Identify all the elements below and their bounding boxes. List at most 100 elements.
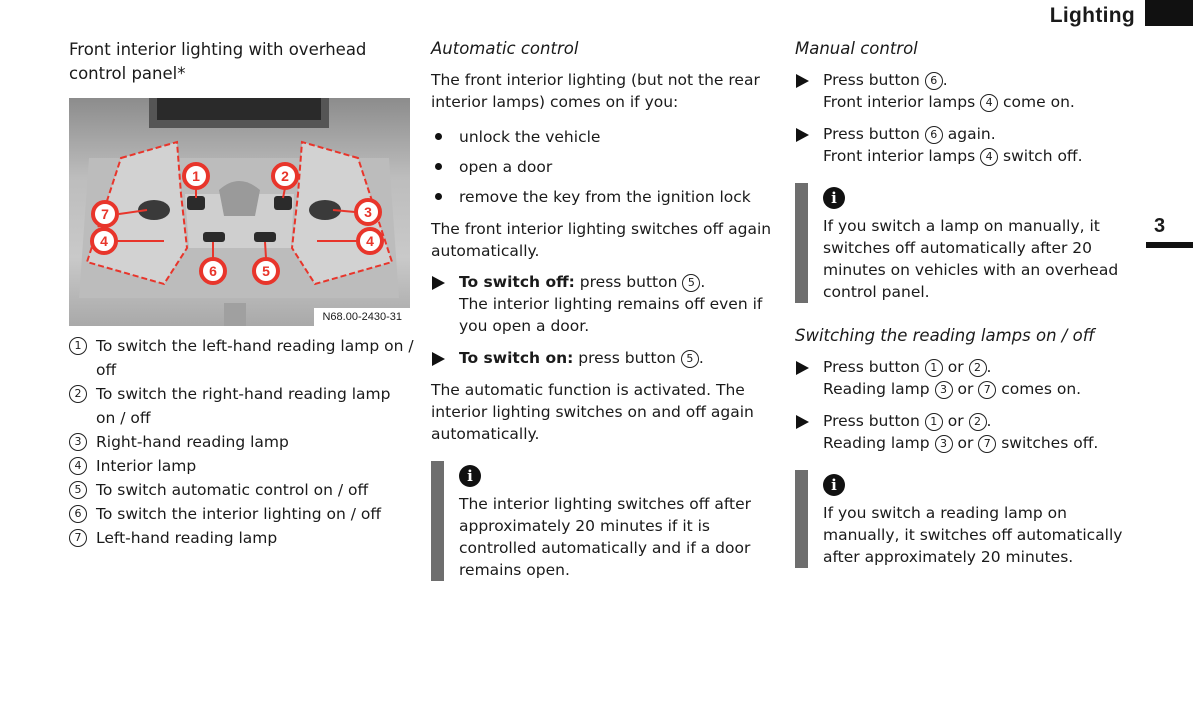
step-result: or: [957, 434, 974, 452]
lamp-number: 7: [978, 435, 997, 453]
step-switch-on: To switch on: press button 5.: [431, 347, 776, 369]
step-manual-on: Press button 6. Front interior lamps 4 c…: [795, 69, 1140, 113]
step-punct: .: [698, 349, 704, 367]
callout-4-left: 4: [100, 233, 108, 249]
step-detail: The interior lighting remains off even i…: [459, 295, 763, 335]
legend-item: 1 To switch the left-hand reading lamp on…: [69, 334, 414, 382]
callout-5: 5: [262, 263, 270, 279]
step-arrow-icon: [796, 74, 809, 88]
list-item: unlock the vehicle: [431, 122, 776, 152]
button-number: 5: [680, 350, 699, 368]
step-text: Press button: [823, 125, 920, 143]
legend-item: 4 Interior lamp: [69, 454, 414, 478]
step-result: Reading lamp: [823, 434, 930, 452]
step-text: or: [947, 358, 964, 376]
step-text: press button: [579, 273, 678, 291]
header-black-block: [1145, 0, 1193, 26]
legend-number: 7: [69, 529, 87, 547]
note-bar: [431, 461, 444, 581]
callout-7: 7: [101, 206, 109, 222]
button-number: 6: [924, 72, 943, 90]
info-note: i If you switch a reading lamp on manual…: [795, 470, 1140, 568]
step-result: comes on.: [1001, 380, 1082, 398]
step-arrow-icon: [432, 276, 445, 290]
lamp-number: 4: [980, 148, 999, 166]
step-text: Press button: [823, 412, 920, 430]
step-arrow-icon: [796, 361, 809, 375]
automatic-intro: The front interior lighting (but not the…: [431, 71, 760, 111]
column-middle: Automatic control The front interior lig…: [431, 38, 776, 603]
step-arrow-icon: [796, 128, 809, 142]
button-number: 2: [968, 359, 987, 377]
legend-text: Right-hand reading lamp: [96, 433, 289, 451]
step-arrow-icon: [796, 415, 809, 429]
lamp-number: 3: [934, 381, 953, 399]
step-result: switches off.: [1001, 434, 1099, 452]
info-icon: i: [459, 465, 481, 487]
callout-3: 3: [364, 204, 372, 220]
legend-number: 2: [69, 385, 87, 403]
info-icon: i: [823, 474, 845, 496]
legend-number: 4: [69, 457, 87, 475]
step-result: Reading lamp: [823, 380, 930, 398]
section-title-front-interior-lighting: Front interior lighting with overhead co…: [69, 40, 367, 83]
automatic-activated-text: The automatic function is activated. The…: [431, 381, 754, 443]
callout-2: 2: [281, 168, 289, 184]
step-reading-off: Press button 1 or 2. Reading lamp 3 or 7…: [795, 410, 1140, 454]
chapter-tab: 3: [1146, 213, 1193, 248]
figure-legend: 1 To switch the left-hand reading lamp on…: [69, 334, 414, 550]
legend-text: Left-hand reading lamp: [96, 529, 278, 547]
button-number: 5: [682, 274, 701, 292]
step-label: To switch off:: [459, 273, 575, 291]
column-left: Front interior lighting with overhead co…: [69, 38, 414, 550]
legend-text: To switch automatic control on / off: [96, 481, 369, 499]
info-note: i The interior lighting switches off aft…: [431, 461, 776, 581]
list-item: open a door: [431, 152, 776, 182]
lamp-number: 7: [978, 381, 997, 399]
step-text: again.: [947, 125, 996, 143]
automatic-switch-off-text: The front interior lighting switches off…: [431, 220, 772, 260]
button-number: 6: [924, 126, 943, 144]
step-text: press button: [578, 349, 676, 367]
step-label: To switch on:: [459, 349, 574, 367]
step-switch-off: To switch off: press button 5. The inter…: [431, 271, 776, 337]
legend-text: To switch the interior lighting on / off: [96, 505, 382, 523]
note-text: If you switch a reading lamp on manually…: [823, 504, 1123, 566]
step-text: Press button: [823, 358, 920, 376]
info-note: i If you switch a lamp on manually, it s…: [795, 183, 1140, 303]
step-punct: .: [986, 358, 992, 376]
button-number: 1: [924, 413, 943, 431]
step-punct: .: [700, 273, 706, 291]
step-text: or: [947, 412, 964, 430]
lamp-number: 4: [980, 94, 999, 112]
info-icon: i: [823, 187, 845, 209]
legend-number: 1: [69, 337, 87, 355]
legend-number: 6: [69, 505, 87, 523]
note-text: The interior lighting switches off after…: [459, 495, 751, 579]
step-reading-on: Press button 1 or 2. Reading lamp 3 or 7…: [795, 356, 1140, 400]
step-result: come on.: [1003, 93, 1075, 111]
overhead-panel-illustration: 1 2 7 3 4 4 6 5: [79, 98, 399, 326]
legend-item: 3 Right-hand reading lamp: [69, 430, 414, 454]
note-text: If you switch a lamp on manually, it swi…: [823, 217, 1119, 301]
callout-6: 6: [209, 263, 217, 279]
step-punct: .: [942, 71, 948, 89]
step-result: Front interior lamps: [823, 93, 976, 111]
callout-1: 1: [192, 168, 200, 184]
column-right: Manual control Press button 6. Front int…: [795, 38, 1140, 590]
step-result: or: [957, 380, 974, 398]
legend-item: 7 Left-hand reading lamp: [69, 526, 414, 550]
list-item: remove the key from the ignition lock: [431, 182, 776, 212]
step-manual-off: Press button 6 again. Front interior lam…: [795, 123, 1140, 167]
legend-number: 3: [69, 433, 87, 451]
legend-item: 6 To switch the interior lighting on / of…: [69, 502, 414, 526]
legend-text: To switch the left-hand reading lamp on …: [96, 337, 414, 379]
step-arrow-icon: [432, 352, 445, 366]
step-result: switch off.: [1003, 147, 1083, 165]
note-bar: [795, 183, 808, 303]
legend-text: Interior lamp: [96, 457, 197, 475]
figure-code: N68.00-2430-31: [314, 308, 410, 326]
step-result: Front interior lamps: [823, 147, 976, 165]
